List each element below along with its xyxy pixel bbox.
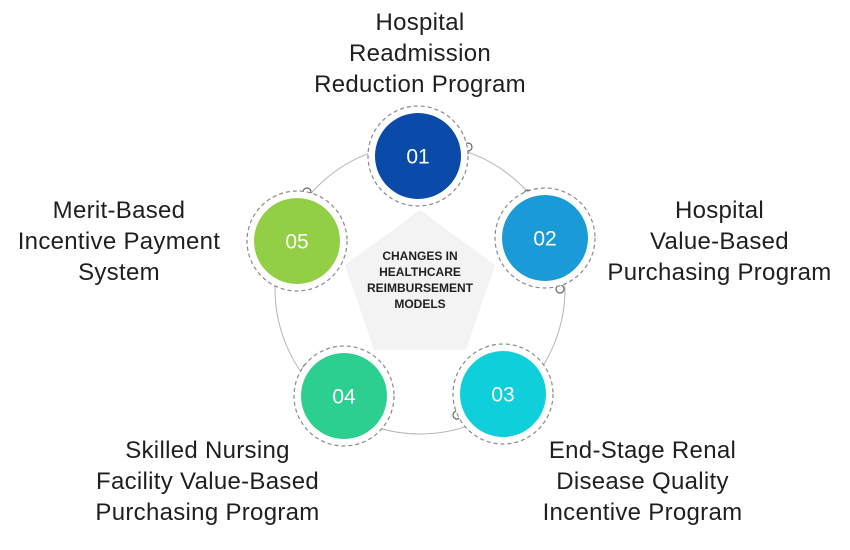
- node-04-label-line: Facility Value-Based: [96, 468, 319, 495]
- center-title-line: REIMBURSEMENT: [366, 281, 473, 295]
- node-04-label-line: Skilled Nursing: [125, 437, 290, 464]
- center-pentagon: [345, 210, 495, 350]
- node-05-circle: [254, 198, 340, 284]
- node-01-label: Hospital Readmission Reduction Program: [270, 7, 570, 100]
- node-02: 02: [494, 187, 596, 289]
- node-03-label-line: Incentive Program: [542, 499, 743, 526]
- node-01: 01: [367, 105, 469, 207]
- node-03: 03: [452, 343, 554, 445]
- node-01-label-line: Hospital: [375, 9, 465, 36]
- node-05-label-line: Incentive Payment: [17, 228, 221, 255]
- node-02-label-line: Purchasing Program: [607, 259, 832, 286]
- node-02-number: 02: [533, 228, 556, 251]
- node-01-label-line: Reduction Program: [314, 71, 526, 98]
- node-04: 04: [293, 345, 395, 447]
- node-02-circle: [502, 195, 588, 281]
- node-03-label-line: Disease Quality: [556, 468, 729, 495]
- node-02-label-line: Hospital: [674, 197, 765, 224]
- node-05-label-line: System: [78, 259, 160, 286]
- center-title-line: MODELS: [394, 297, 446, 311]
- center-title-line: HEALTHCARE: [379, 265, 461, 279]
- node-03-number: 03: [491, 384, 514, 407]
- node-01-number: 01: [406, 146, 429, 169]
- node-05-label-line: Merit-Based: [52, 197, 186, 224]
- node-04-number: 04: [332, 386, 356, 409]
- node-05: 05: [246, 190, 348, 292]
- node-05-number: 05: [285, 231, 308, 254]
- node-03-circle: [460, 351, 546, 437]
- node-03-label-line: End-Stage Renal: [548, 437, 737, 464]
- node-04-label: Skilled Nursing Facility Value-Based Pur…: [70, 435, 345, 528]
- node-02-label-line: Value-Based: [650, 228, 789, 255]
- node-03-label: End-Stage Renal Disease Quality Incentiv…: [515, 435, 770, 528]
- node-01-label-line: Readmission: [348, 40, 492, 67]
- node-04-label-line: Purchasing Program: [95, 499, 320, 526]
- node-01-circle: [375, 113, 461, 199]
- node-02-label: Hospital Value-Based Purchasing Program: [592, 195, 847, 288]
- node-04-circle: [301, 353, 387, 439]
- center-title: CHANGES IN HEALTHCARE REIMBURSEMENT MODE…: [335, 248, 505, 312]
- center-title-line: CHANGES IN: [382, 249, 458, 263]
- node-05-label: Merit-Based Incentive Payment System: [0, 195, 238, 288]
